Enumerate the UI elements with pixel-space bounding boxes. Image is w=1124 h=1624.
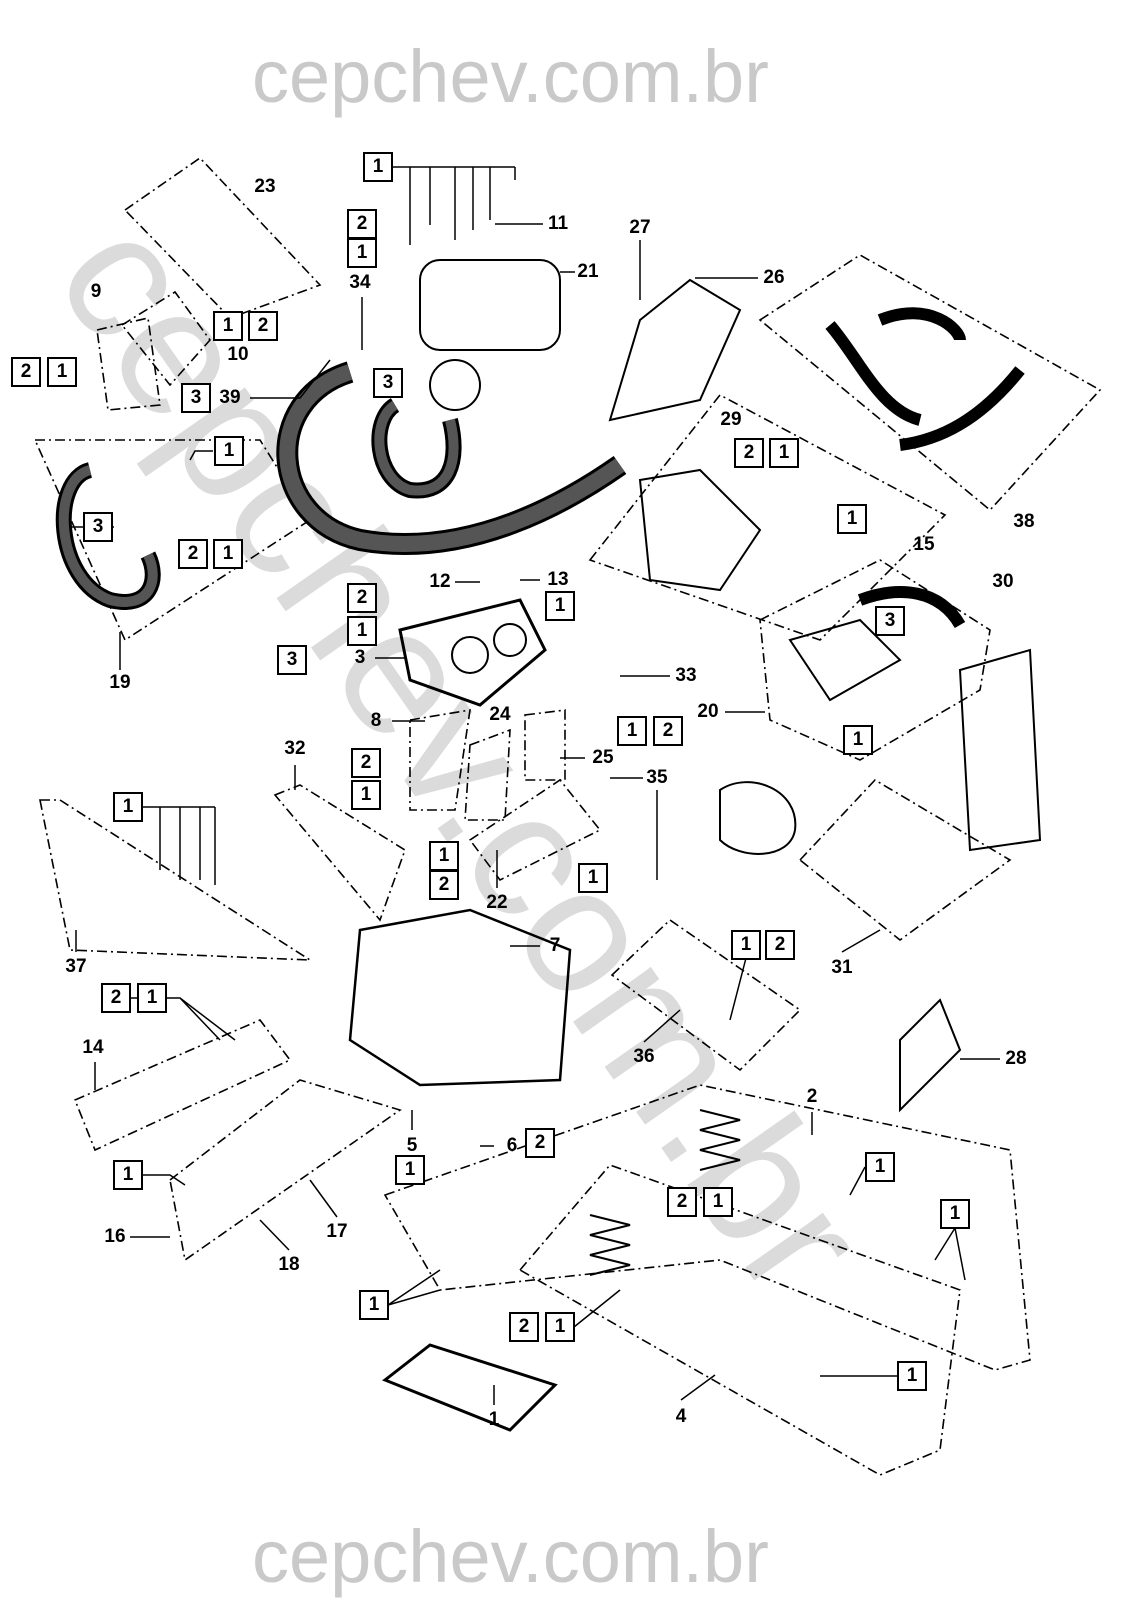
callout-15: 15 bbox=[913, 534, 935, 555]
kit-box: 2 bbox=[734, 438, 764, 468]
kit-box: 1 bbox=[578, 863, 608, 893]
callout-4: 4 bbox=[675, 1406, 687, 1427]
kit-box: 1 bbox=[351, 780, 381, 810]
callout-27: 27 bbox=[629, 217, 651, 238]
callout-33: 33 bbox=[675, 665, 697, 686]
kit-box: 2 bbox=[429, 870, 459, 900]
kit-box: 2 bbox=[101, 983, 131, 1013]
kit-box: 1 bbox=[837, 504, 867, 534]
kit-box: 2 bbox=[178, 539, 208, 569]
callout-11: 11 bbox=[547, 213, 569, 234]
callout-13: 13 bbox=[547, 569, 569, 590]
kit-box: 3 bbox=[181, 383, 211, 413]
kit-box: 1 bbox=[843, 725, 873, 755]
callout-28: 28 bbox=[1005, 1048, 1027, 1069]
kit-box: 1 bbox=[429, 841, 459, 871]
kit-box: 1 bbox=[897, 1361, 927, 1391]
callout-24: 24 bbox=[489, 704, 511, 725]
callout-21: 21 bbox=[577, 261, 599, 282]
callout-35: 35 bbox=[646, 767, 668, 788]
kit-box: 1 bbox=[731, 930, 761, 960]
kit-box: 2 bbox=[525, 1128, 555, 1158]
kit-box: 1 bbox=[865, 1152, 895, 1182]
kit-box: 1 bbox=[213, 539, 243, 569]
callout-36: 36 bbox=[633, 1046, 655, 1067]
kit-box: 1 bbox=[395, 1155, 425, 1185]
callout-18: 18 bbox=[278, 1254, 300, 1275]
callout-1: 1 bbox=[488, 1409, 500, 1430]
kit-box: 2 bbox=[667, 1187, 697, 1217]
callout-22: 22 bbox=[486, 892, 508, 913]
kit-box: 1 bbox=[769, 438, 799, 468]
kit-box: 2 bbox=[347, 583, 377, 613]
kit-box: 3 bbox=[875, 606, 905, 636]
kit-box: 1 bbox=[213, 311, 243, 341]
kit-box: 1 bbox=[47, 357, 77, 387]
kit-box: 3 bbox=[83, 512, 113, 542]
kit-box: 3 bbox=[373, 368, 403, 398]
kit-box: 2 bbox=[248, 311, 278, 341]
kit-box: 1 bbox=[347, 238, 377, 268]
kit-box: 2 bbox=[765, 930, 795, 960]
callout-14: 14 bbox=[82, 1037, 104, 1058]
kit-box: 1 bbox=[545, 591, 575, 621]
callout-38: 38 bbox=[1013, 511, 1035, 532]
callout-12: 12 bbox=[429, 571, 451, 592]
callout-39: 39 bbox=[219, 387, 241, 408]
callout-16: 16 bbox=[104, 1226, 126, 1247]
callout-26: 26 bbox=[763, 267, 785, 288]
kit-box: 1 bbox=[617, 716, 647, 746]
kit-box: 1 bbox=[363, 152, 393, 182]
callout-29: 29 bbox=[720, 409, 742, 430]
kit-box: 1 bbox=[703, 1187, 733, 1217]
watermark-top: cepchev.com.br bbox=[252, 35, 769, 118]
group-outlines bbox=[33, 156, 1102, 1476]
callout-6: 6 bbox=[506, 1135, 518, 1156]
kit-box: 1 bbox=[940, 1199, 970, 1229]
callout-5: 5 bbox=[406, 1135, 418, 1156]
callout-8: 8 bbox=[370, 710, 382, 731]
kit-box: 2 bbox=[11, 357, 41, 387]
kit-box: 1 bbox=[137, 983, 167, 1013]
callout-32: 32 bbox=[284, 738, 306, 759]
callout-30: 30 bbox=[992, 571, 1014, 592]
kit-box: 2 bbox=[509, 1312, 539, 1342]
callout-2: 2 bbox=[806, 1086, 818, 1107]
callout-19: 19 bbox=[109, 672, 131, 693]
kit-box: 1 bbox=[113, 1160, 143, 1190]
callout-37: 37 bbox=[65, 956, 87, 977]
kit-box: 1 bbox=[359, 1290, 389, 1320]
callout-34: 34 bbox=[349, 272, 371, 293]
kit-box: 2 bbox=[653, 716, 683, 746]
kit-box: 2 bbox=[347, 209, 377, 239]
callout-17: 17 bbox=[326, 1221, 348, 1242]
leader-lines bbox=[70, 166, 1000, 1405]
callout-25: 25 bbox=[592, 747, 614, 768]
callout-7: 7 bbox=[549, 935, 561, 956]
callout-20: 20 bbox=[697, 701, 719, 722]
kit-box: 1 bbox=[214, 436, 244, 466]
callout-10: 10 bbox=[227, 344, 249, 365]
kit-box: 1 bbox=[347, 616, 377, 646]
kit-box: 1 bbox=[113, 792, 143, 822]
callout-3: 3 bbox=[354, 647, 366, 668]
callout-31: 31 bbox=[831, 957, 853, 978]
callout-9: 9 bbox=[90, 281, 102, 302]
watermark-bottom: cepchev.com.br bbox=[252, 1515, 769, 1598]
kit-box: 2 bbox=[351, 748, 381, 778]
kit-box: 1 bbox=[545, 1312, 575, 1342]
callout-23: 23 bbox=[254, 176, 276, 197]
kit-box: 3 bbox=[277, 645, 307, 675]
